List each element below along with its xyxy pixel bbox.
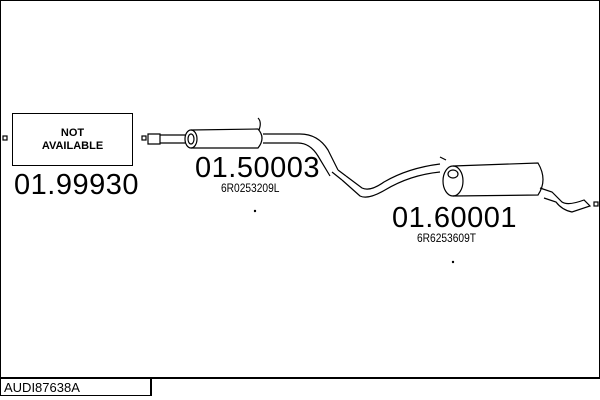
- oe-ref-front-silencer: 6R0253209L: [221, 181, 280, 195]
- dot-marker: [253, 209, 257, 213]
- na-line2: AVAILABLE: [41, 140, 104, 152]
- na-line1: NOT: [60, 127, 85, 139]
- front-silencer-drawing: [141, 117, 347, 181]
- part-number-01-99930[interactable]: 01.99930: [14, 169, 139, 201]
- dot-marker: [451, 260, 455, 264]
- rear-silencer-drawing: [439, 156, 599, 213]
- vehicle-code: AUDI87638A: [4, 380, 80, 395]
- mid-pipe-drawing: [341, 163, 441, 198]
- part-number-front-silencer[interactable]: 01.50003: [195, 152, 320, 184]
- part-number-rear-silencer[interactable]: 01.60001: [392, 202, 517, 234]
- connector-marker-left: [2, 135, 8, 141]
- not-available-box: NOT AVAILABLE: [12, 113, 133, 166]
- vehicle-code-box: AUDI87638A: [0, 378, 152, 396]
- oe-ref-rear-silencer: 6R6253609T: [417, 231, 476, 245]
- not-available-label: NOT AVAILABLE: [13, 127, 132, 153]
